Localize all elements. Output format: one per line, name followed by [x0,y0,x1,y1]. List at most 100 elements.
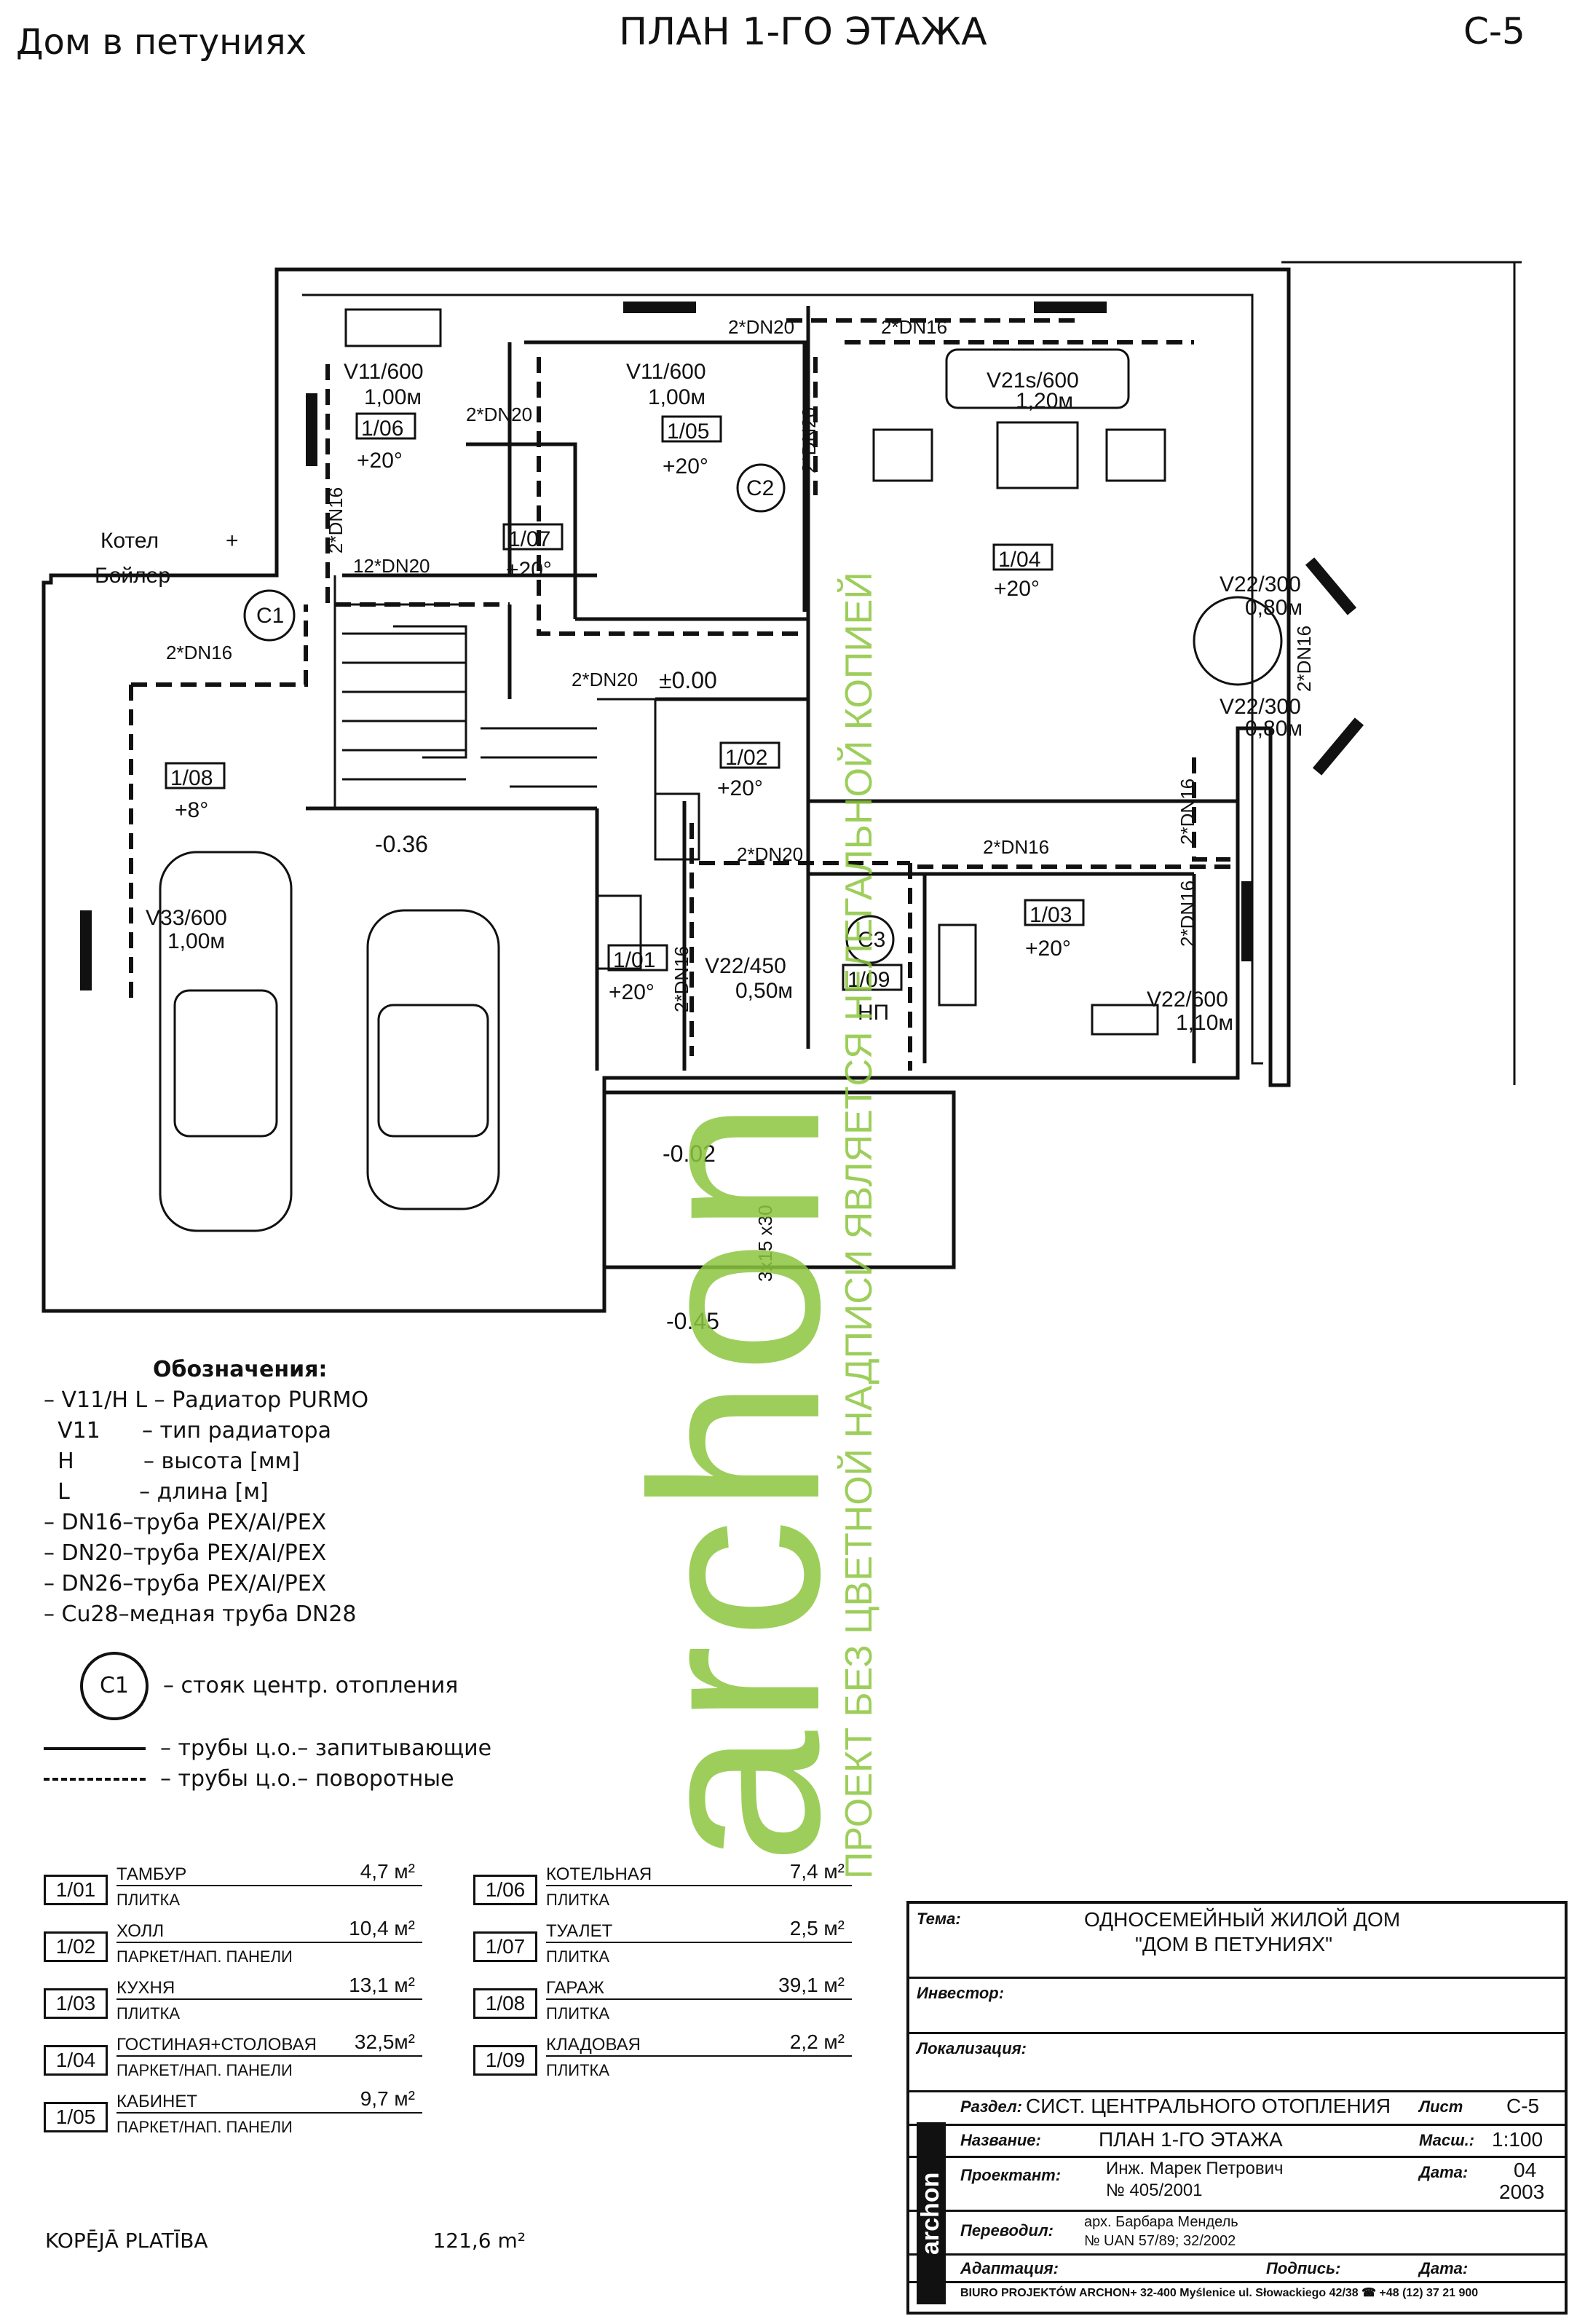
tb-section-row: Раздел: СИСТ. ЦЕНТРАЛЬНОГО ОТОПЛЕНИЯ Лис… [909,2090,1565,2126]
heating-pipes [129,318,1238,1071]
radiators [80,302,1364,990]
legend-row: H – высота [мм] [44,1449,300,1474]
room-floor: ПЛИТКА [546,1947,609,1966]
room-area: 13,1 м² [349,1974,415,1996]
tb-name-value: ПЛАН 1-ГО ЭТАЖА [1099,2128,1283,2151]
radiator-label: V22/450 [705,954,786,978]
radiator-label: V11/600 [344,360,424,384]
tb-adapt-key: Адаптация: [960,2259,1059,2277]
level-mark: ±0.00 [659,667,717,693]
tb-name-row: Название: ПЛАН 1-ГО ЭТАЖА Масш.: 1:100 [909,2124,1565,2158]
radiator-length: 1,00м [167,929,225,953]
tb-translator-row: Переводил: арх. Барбара Мендель № UAN 57… [909,2210,1565,2256]
furniture [344,308,1283,1036]
legend-riser: C1 – стояк центр. отопления [44,1652,699,1720]
room-area: 39,1 м² [778,1974,845,1996]
room-code-101: 1/01 [613,948,655,972]
radiator-length: 0,80м [1245,596,1303,620]
level-mark: -0.45 [666,1308,719,1334]
room-area: 9,7 м² [360,2087,415,2110]
room-temp: +20° [357,449,403,473]
legend-return: – трубы ц.о.– поворотные [44,1764,699,1795]
room-floor: ПЛИТКА [546,2061,609,2079]
tb-section-value: СИСТ. ЦЕНТРАЛЬНОГО ОТОПЛЕНИЯ [1026,2095,1391,2117]
riser-description: – стояк центр. отопления [163,1673,459,1698]
room-temp: +20° [609,980,655,1004]
room-floor: ПЛИТКА [116,2004,180,2022]
project-name: Дом в петуниях [16,22,307,63]
legend-row: – DN26–труба PEX/Al/PEX [44,1571,327,1596]
room-area: 2,2 м² [789,2030,845,2053]
room-code-105: 1/05 [667,419,709,444]
pipe-label: 2*DN16 [166,642,232,663]
tb-date-year: 2003 [1499,2181,1545,2203]
boiler-label: Котел [100,529,159,553]
room-code: 1/09 [473,2045,537,2076]
room-floor: ПАРКЕТ/НАП. ПАНЕЛИ [116,2118,293,2136]
stairs [342,603,597,788]
radiator-label: V21s/600 [987,369,1079,393]
radiator-length: 1,10м [1176,1011,1233,1035]
solid-line-symbol [44,1747,146,1750]
room-temp: +20° [506,558,552,582]
pipe-label: 2*DN20 [466,403,532,425]
level-mark: -0.36 [375,831,428,857]
legend-row: V11 – тип радиатора [44,1418,331,1443]
room-code-109: 1/09 [847,968,890,992]
radiator-label: V22/600 [1147,988,1228,1012]
supply-description: – трубы ц.о.– запитывающие [160,1736,492,1761]
tb-scale-key: Масш.: [1419,2131,1475,2149]
tb-sheet-value: C-5 [1506,2095,1540,2117]
pipe-label: 12*DN20 [353,555,430,577]
room-area: 32,5м² [354,2030,415,2053]
legend-row: – DN20–труба PEX/Al/PEX [44,1540,327,1566]
legend-row: – V11/H L – Радиатор PURMO [44,1387,369,1413]
plus-sign: + [226,529,239,553]
room-area: 7,4 м² [789,1860,845,1883]
room-area: 2,5 м² [789,1917,845,1939]
storage-np: НП [858,1001,889,1025]
total-area: KOPĒJĀ PLATĪBA 121,6 m² [45,2229,526,2253]
tb-topic-key: Тема: [917,1910,961,1928]
water-heater-label: Бойлер [95,564,170,588]
room-code-103: 1/03 [1029,903,1072,927]
legend-supply: – трубы ц.о.– запитывающие [44,1733,699,1764]
pipe-label: 2*DN20 [728,316,794,338]
room-code: 1/05 [44,2102,108,2132]
room-code: 1/06 [473,1875,537,1905]
legend-row: L – длина [м] [44,1479,269,1505]
radiator-length: 1,00м [648,385,706,409]
return-description: – трубы ц.о.– поворотные [160,1766,454,1792]
pipe-label: 2*DN16 [881,316,947,338]
tb-footer: BIURO PROJEKTÓW ARCHON+ 32-400 Myślenice… [960,2287,1479,2299]
tb-topic-value: ОДНОСЕМЕЙНЫЙ ЖИЛОЙ ДОМ [1084,1908,1401,1931]
tb-investor-key: Инвестор: [917,1984,1005,2002]
tb-designer-number: № 405/2001 [1106,2181,1203,2200]
room-code-108: 1/08 [170,766,213,790]
room-floor: ПЛИТКА [116,1891,180,1909]
tb-topic-value: "ДОМ В ПЕТУНИЯХ" [1135,1933,1333,1955]
tb-adapt-row: Адаптация: Подпись: Дата: [909,2253,1565,2283]
riser-symbol: C1 [80,1652,149,1720]
tb-location-key: Локализация: [917,2039,1027,2057]
room-code: 1/08 [473,1988,537,2019]
radiator-label: V11/600 [626,360,706,384]
pipe-label: 2*DN20 [572,669,638,690]
tb-translator-number: № UAN 57/89; 32/2002 [1084,2233,1236,2249]
pipe-label: 2*DN20 [798,407,820,473]
tb-date2-key: Дата: [1419,2259,1469,2277]
title-block: Тема: ОДНОСЕМЕЙНЫЙ ЖИЛОЙ ДОМ "ДОМ В ПЕТУ… [906,1901,1568,2315]
dashed-line-symbol [44,1778,146,1781]
tb-designer-row: Проектант: Инж. Марек Петрович № 405/200… [909,2156,1565,2212]
